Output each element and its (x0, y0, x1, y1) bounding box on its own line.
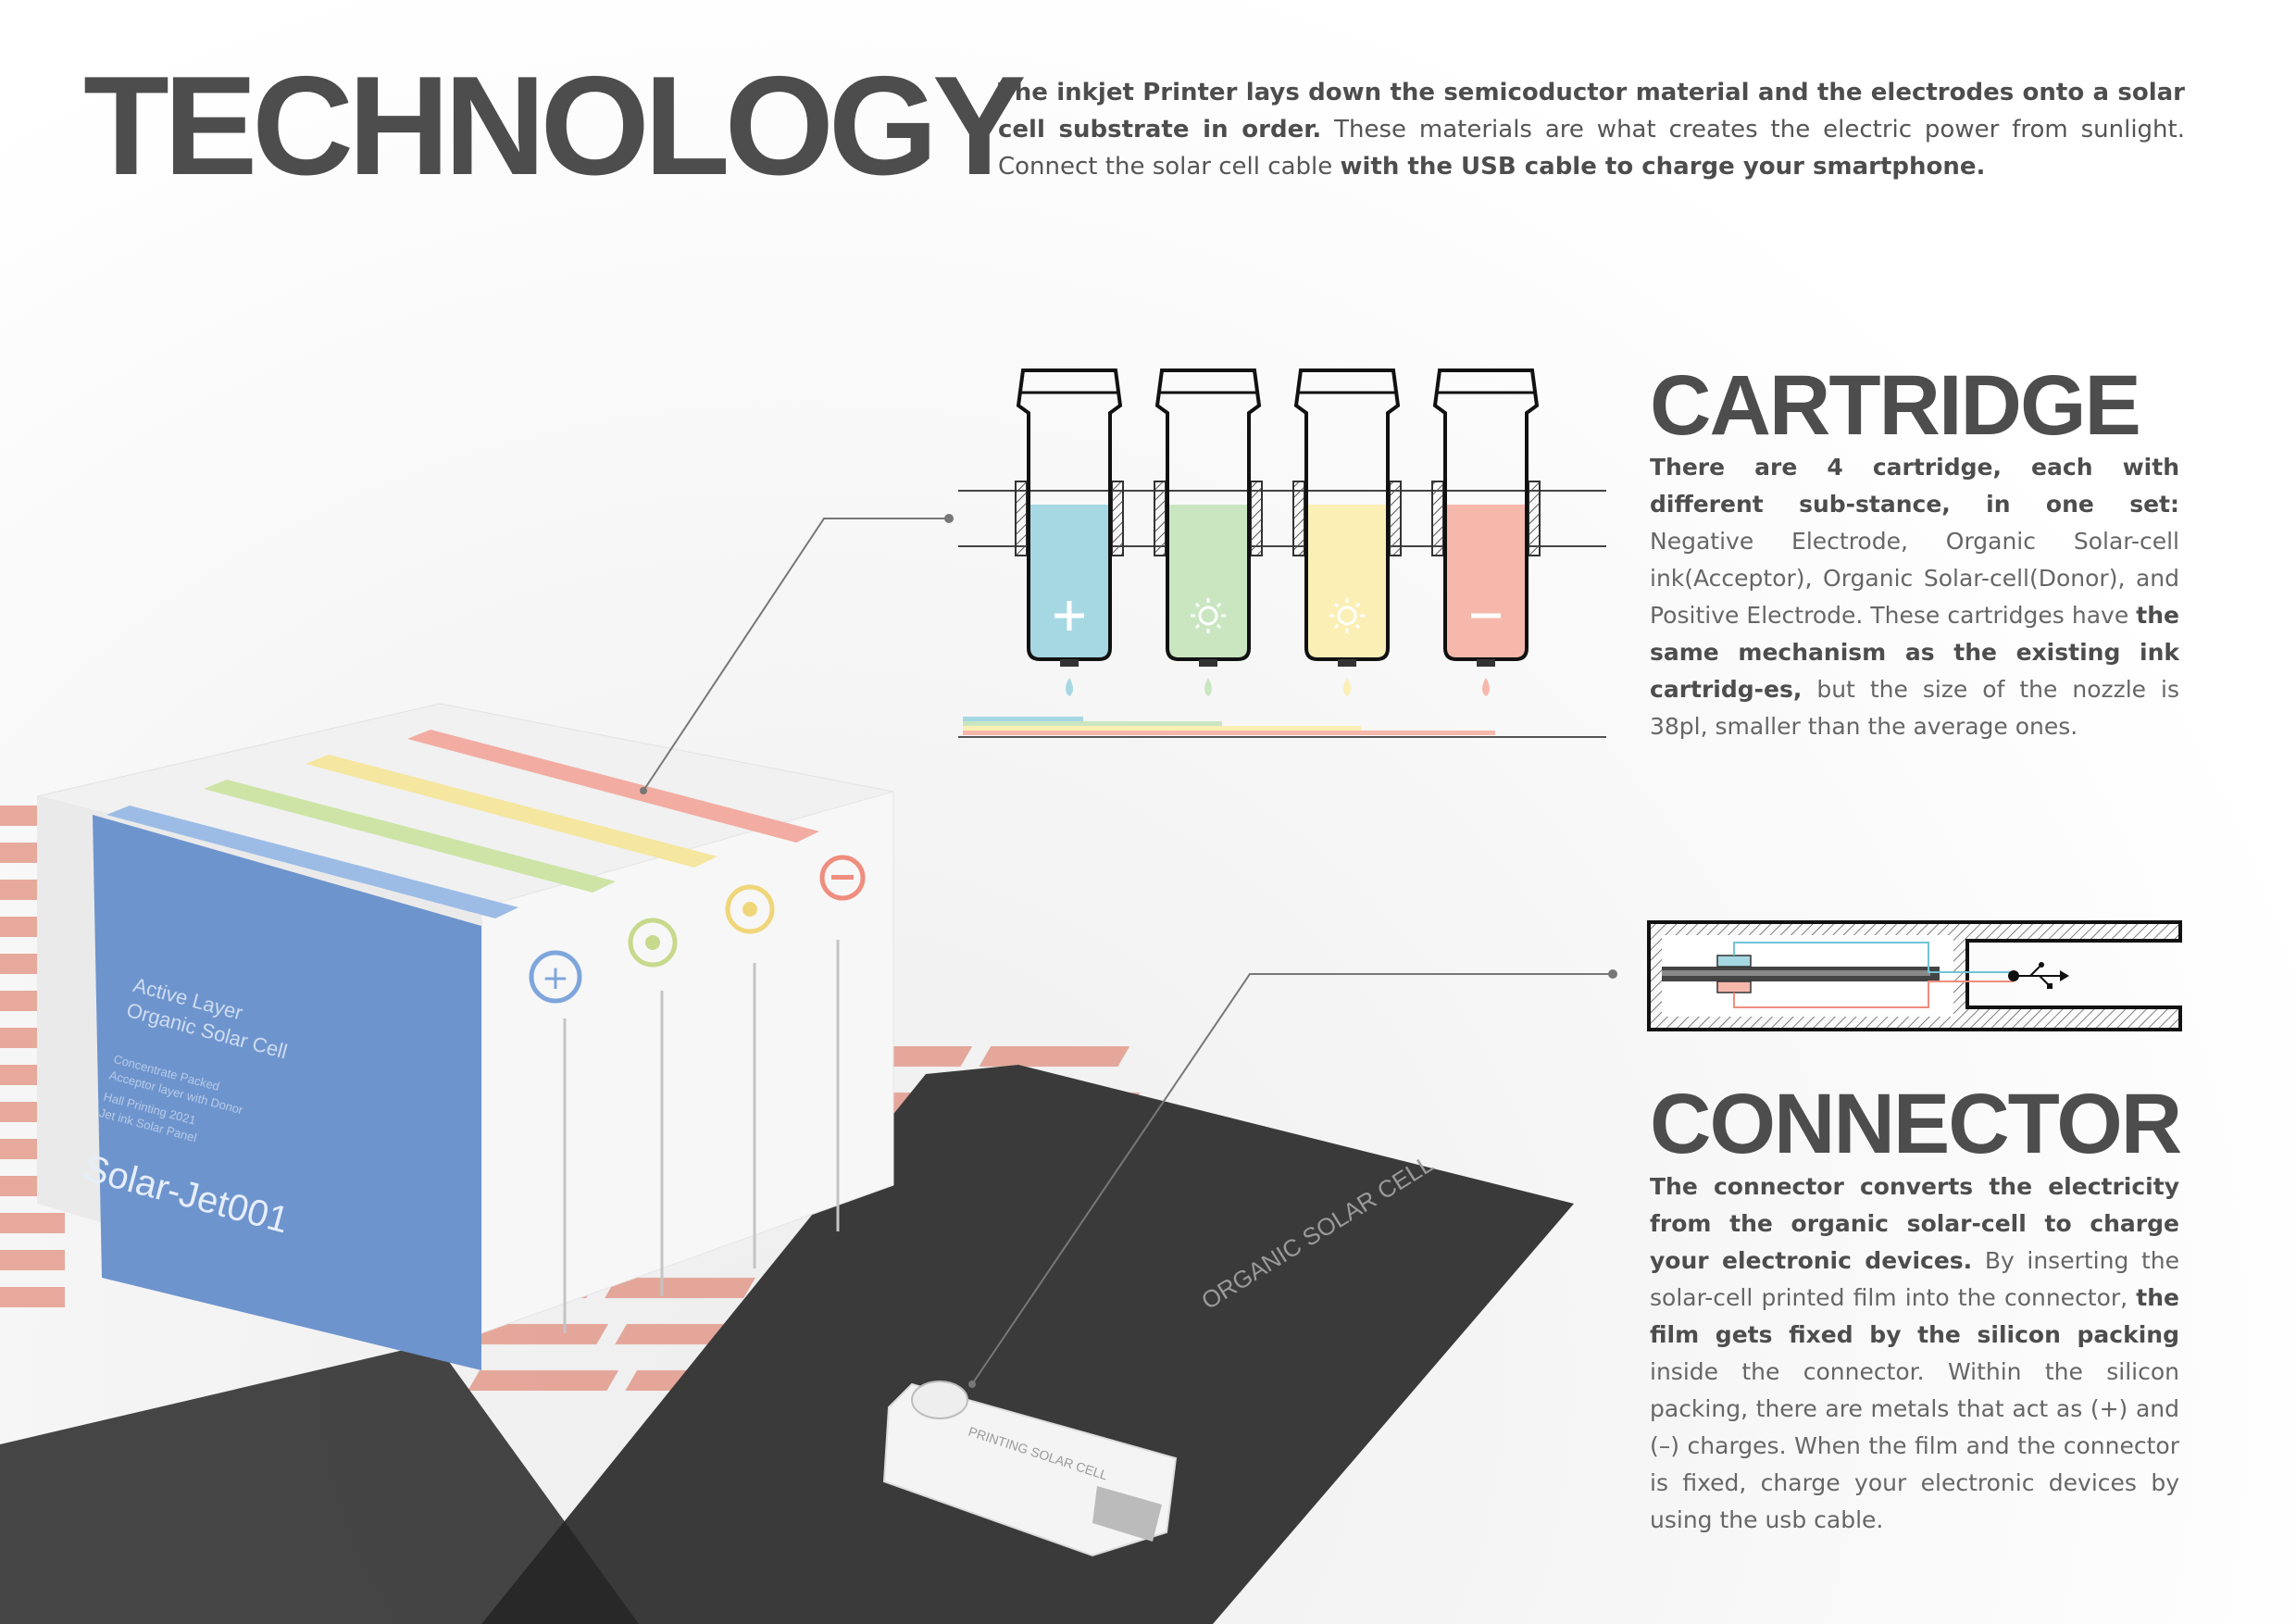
connector-title: CONNECTOR (1650, 1077, 2182, 1171)
connector-body: The connector converts the electricity f… (1650, 1168, 2179, 1539)
printer-render: ORGANIC SOLAR CELL Active Layer Organic … (0, 703, 1574, 1624)
cartridge-label (93, 815, 481, 1370)
ink-cartridge (1431, 369, 1541, 696)
usb-connector-render: PRINTING SOLAR CELL (882, 1380, 1178, 1557)
cartridge-title: CARTRIDGE (1650, 358, 2141, 453)
ink-cartridge (1154, 369, 1263, 696)
cartridge-diagram (958, 369, 1606, 738)
cartridge-bold-1: There are 4 cartridge, each with differe… (1650, 454, 2179, 518)
ink-cartridge (1292, 369, 1402, 696)
page-title: TECHNOLOGY (83, 47, 1026, 205)
svg-text:+: + (542, 959, 569, 997)
cartridge-body: There are 4 cartridge, each with differe… (1650, 449, 2179, 745)
intro-regular: These materials are what creates the ele… (998, 116, 2185, 181)
connector-regular-1: By inserting the solar-cell printed film… (1650, 1247, 2179, 1311)
cartridge-bold-2: the same mechanism as the existing ink c… (1650, 602, 2179, 703)
intro-bold-2: with the USB cable to charge your smartp… (1340, 153, 1986, 181)
solar-film (481, 1065, 1574, 1624)
intro-bold-1: The inkjet Printer lays down the semicod… (998, 79, 2185, 144)
connector-bold-1: The connector converts the electricity f… (1650, 1173, 2179, 1274)
connector-bold-2: the film gets fixed by the silicon packi… (1650, 1284, 2179, 1348)
intro-paragraph: The inkjet Printer lays down the semicod… (998, 74, 2185, 185)
connector-diagram (1647, 920, 2182, 1031)
cartridge-regular-2: but the size of the nozzle is 38pl, smal… (1650, 676, 2179, 740)
cartridge-set: Active Layer Organic Solar Cell Concentr… (36, 703, 894, 1370)
connector-regular-2: inside the connector. Within the silicon… (1650, 1358, 2179, 1533)
ink-cartridge (1015, 369, 1124, 696)
cartridge-regular-1: Negative Electrode, Organic Solar-cell i… (1650, 528, 2179, 629)
